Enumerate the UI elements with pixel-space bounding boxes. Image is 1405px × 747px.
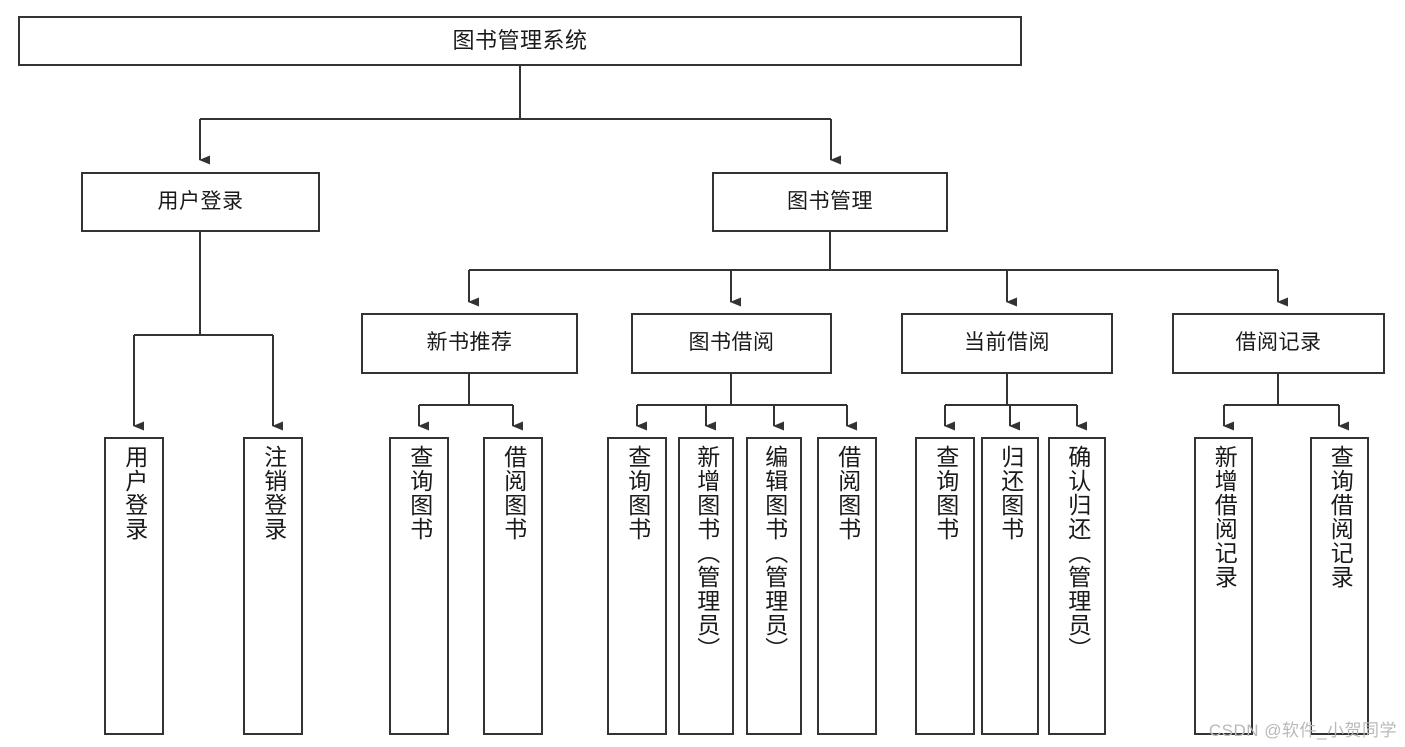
- node-label: 查询图书: [624, 445, 651, 541]
- node-borrow-record[interactable]: 借阅记录: [1172, 313, 1385, 374]
- node-label: 编辑图书（管理员）: [761, 445, 788, 661]
- connector-group-book-manage: [468, 232, 1288, 307]
- node-label: 归还图书: [997, 445, 1024, 541]
- node-label: 新增借阅记录: [1211, 445, 1238, 589]
- node-label: 当前借阅: [964, 331, 1050, 355]
- node-leaf-query-borrow-record[interactable]: 查询借阅记录: [1310, 437, 1369, 735]
- node-label: 用户登录: [157, 189, 244, 213]
- node-label: 图书管理系统: [452, 28, 588, 54]
- connector-group-borrow-record: [1223, 374, 1349, 431]
- node-leaf-query-book-current[interactable]: 查询图书: [915, 437, 975, 735]
- node-new-book-recommend[interactable]: 新书推荐: [361, 313, 578, 374]
- node-label: 查询图书: [932, 445, 959, 541]
- node-leaf-add-book[interactable]: 新增图书（管理员）: [678, 437, 734, 735]
- node-label: 图书借阅: [688, 331, 775, 355]
- node-leaf-user-login[interactable]: 用户登录: [104, 437, 164, 735]
- node-leaf-query-book-borrow[interactable]: 查询图书: [607, 437, 667, 735]
- connector-group-book-borrow: [636, 374, 857, 431]
- node-label: 新书推荐: [426, 331, 513, 355]
- node-leaf-edit-book[interactable]: 编辑图书（管理员）: [746, 437, 802, 735]
- connector-group-root: [199, 66, 841, 165]
- node-leaf-user-logout[interactable]: 注销登录: [243, 437, 303, 735]
- node-book-manage[interactable]: 图书管理: [712, 172, 948, 232]
- node-label: 确认归还（管理员）: [1064, 445, 1091, 661]
- node-leaf-add-borrow-record[interactable]: 新增借阅记录: [1194, 437, 1253, 735]
- node-label: 借阅图书: [834, 445, 861, 541]
- node-label: 借阅记录: [1235, 331, 1322, 355]
- node-current-borrow[interactable]: 当前借阅: [901, 313, 1113, 374]
- node-leaf-borrow-book[interactable]: 借阅图书: [817, 437, 877, 735]
- node-label: 注销登录: [260, 445, 287, 541]
- node-leaf-confirm-return[interactable]: 确认归还（管理员）: [1048, 437, 1106, 735]
- connector-group-current-borrow: [944, 374, 1087, 431]
- node-label: 借阅图书: [500, 445, 527, 541]
- node-root-system[interactable]: 图书管理系统: [18, 16, 1022, 66]
- node-label: 新增图书（管理员）: [693, 445, 720, 661]
- node-leaf-query-book-rec[interactable]: 查询图书: [389, 437, 449, 735]
- node-label: 用户登录: [121, 445, 148, 541]
- node-book-borrow[interactable]: 图书借阅: [631, 313, 832, 374]
- node-user-login[interactable]: 用户登录: [81, 172, 320, 232]
- node-leaf-return-book[interactable]: 归还图书: [981, 437, 1039, 735]
- node-label: 图书管理: [787, 189, 873, 213]
- connector-group-user-login: [133, 232, 283, 431]
- node-label: 查询借阅记录: [1327, 445, 1354, 589]
- node-leaf-borrow-book-rec[interactable]: 借阅图书: [483, 437, 543, 735]
- node-label: 查询图书: [406, 445, 433, 541]
- connector-group-new-book-recommend: [418, 374, 523, 431]
